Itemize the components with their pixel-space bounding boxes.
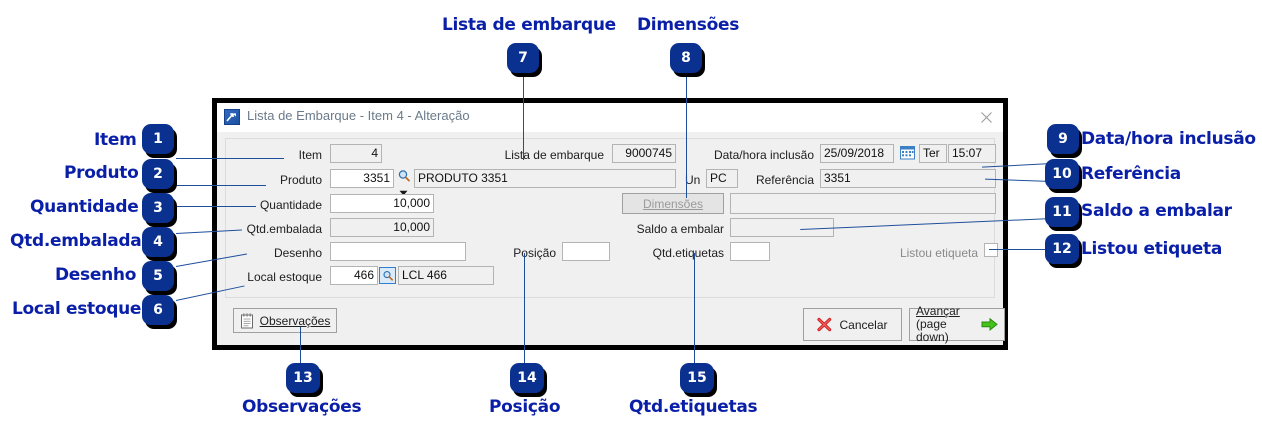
green-arrow-right-icon: [981, 317, 998, 332]
label-desenho: Desenho: [273, 246, 322, 260]
form-group-panel: Item 4 Lista de embarque 9000745 Data/ho…: [225, 138, 998, 298]
leader-line-2: [176, 185, 266, 186]
observacoes-button[interactable]: Observações: [233, 308, 337, 333]
leader-line-7: [523, 68, 524, 160]
badge-10[interactable]: 10: [1045, 159, 1079, 189]
callout-label-15: Qtd.etiquetas: [629, 397, 758, 417]
badge-14[interactable]: 14: [510, 363, 544, 393]
field-qtd-embalada[interactable]: 10,000: [330, 218, 434, 237]
callout-label-6: Local estoque: [12, 299, 142, 319]
leader-line-8: [686, 68, 687, 198]
label-quantidade: Quantidade: [259, 198, 322, 212]
leader-line-12: [989, 249, 1052, 250]
field-qtd-etiquetas[interactable]: [730, 242, 770, 261]
badge-11[interactable]: 11: [1045, 197, 1079, 227]
label-data-hora-inclusao: Data/hora inclusão: [713, 148, 814, 162]
lookup-search-icon[interactable]: [379, 267, 396, 284]
dialog-title: Lista de Embarque - Item 4 - Alteração: [247, 108, 470, 123]
field-weekday: Ter: [919, 144, 947, 163]
callout-label-13: Observações: [242, 397, 362, 417]
chevron-down-icon[interactable]: [399, 183, 408, 196]
label-un: Un: [685, 173, 701, 187]
field-data-inclusao[interactable]: 25/09/2018: [820, 144, 894, 163]
leader-line-1: [176, 158, 284, 159]
badge-5[interactable]: 5: [142, 261, 174, 291]
cancelar-button[interactable]: Cancelar: [803, 308, 902, 341]
dialog-titlebar[interactable]: Lista de Embarque - Item 4 - Alteração: [217, 103, 1003, 133]
badge-13[interactable]: 13: [286, 363, 320, 393]
red-x-icon: [817, 317, 832, 332]
avancar-button-sublabel: (page down): [916, 317, 949, 344]
label-produto: Produto: [279, 173, 322, 187]
label-qtd-embalada: Qtd.embalada: [246, 222, 322, 236]
avancar-button[interactable]: Avançar (page down): [909, 304, 1005, 344]
callout-label-11: Saldo a embalar: [1081, 201, 1232, 221]
lista-embarque-dialog: Lista de Embarque - Item 4 - Alteração I…: [212, 98, 1008, 350]
search-icon[interactable]: [397, 169, 412, 184]
badge-1[interactable]: 1: [142, 124, 174, 154]
dimensoes-button-label: Dimensões: [642, 196, 704, 211]
callout-label-9: Data/hora inclusão: [1081, 129, 1256, 149]
field-referencia[interactable]: 3351: [820, 169, 996, 188]
label-item: Item: [298, 148, 322, 162]
callout-label-10: Referência: [1081, 164, 1181, 184]
leader-line-13: [300, 327, 301, 369]
leader-line-14: [524, 253, 525, 369]
field-local-estoque-codigo[interactable]: 466: [330, 266, 378, 285]
callout-label-14: Posição: [489, 397, 561, 417]
dialog-button-bar: Observações Cancelar Avançar (page down): [225, 304, 1005, 348]
field-item[interactable]: 4: [330, 144, 382, 163]
observacoes-button-label: Observações: [259, 313, 331, 328]
leader-line-3: [176, 206, 256, 207]
callout-label-12: Listou etiqueta: [1081, 239, 1222, 259]
label-qtd-etiquetas: Qtd.etiquetas: [652, 246, 724, 260]
badge-3[interactable]: 3: [142, 193, 174, 223]
label-local-estoque: Local estoque: [247, 270, 322, 284]
callout-label-7: Lista de embarque: [442, 15, 616, 35]
field-desenho[interactable]: [330, 242, 466, 261]
callout-label-8: Dimensões: [637, 15, 740, 35]
field-lista-embarque[interactable]: 9000745: [612, 144, 676, 163]
callout-label-2: Produto: [64, 163, 139, 183]
close-icon[interactable]: [975, 107, 997, 127]
notepad-icon: [240, 313, 254, 329]
label-referencia: Referência: [755, 173, 814, 187]
badge-12[interactable]: 12: [1045, 234, 1079, 264]
calendar-icon[interactable]: [899, 144, 916, 161]
badge-15[interactable]: 15: [680, 363, 714, 393]
badge-9[interactable]: 9: [1047, 124, 1079, 154]
badge-6[interactable]: 6: [142, 295, 174, 325]
cancelar-button-label: Cancelar: [839, 317, 888, 332]
field-dimensoes[interactable]: [730, 193, 996, 214]
dialog-client-area: Item 4 Lista de embarque 9000745 Data/ho…: [217, 132, 1005, 348]
label-lista-embarque: Lista de embarque: [504, 148, 604, 162]
field-hora-inclusao[interactable]: 15:07: [948, 144, 996, 163]
badge-8[interactable]: 8: [670, 43, 702, 73]
field-posicao[interactable]: [562, 242, 610, 261]
chart-arrow-icon: [224, 109, 240, 125]
badge-2[interactable]: 2: [142, 159, 174, 189]
field-produto-codigo[interactable]: 3351: [330, 169, 394, 188]
field-produto-descricao[interactable]: PRODUTO 3351: [414, 169, 676, 188]
badge-7[interactable]: 7: [507, 43, 539, 73]
label-saldo-embalar: Saldo a embalar: [636, 222, 724, 236]
field-quantidade[interactable]: 10,000: [330, 194, 434, 213]
leader-line-15: [694, 253, 695, 369]
dimensoes-button[interactable]: Dimensões: [622, 193, 724, 214]
field-local-estoque-descricao[interactable]: LCL 466: [398, 266, 494, 285]
callout-label-5: Desenho: [55, 265, 137, 285]
badge-4[interactable]: 4: [142, 227, 174, 257]
field-un[interactable]: PC: [706, 169, 738, 188]
callout-label-4: Qtd.embalada: [10, 231, 142, 251]
callout-label-1: Item: [94, 130, 137, 150]
label-posicao: Posição: [513, 246, 556, 260]
label-listou-etiqueta: Listou etiqueta: [899, 246, 978, 260]
callout-label-3: Quantidade: [30, 197, 139, 217]
listou-etiqueta-checkbox[interactable]: [984, 243, 998, 257]
avancar-button-label: Avançar: [916, 304, 960, 318]
